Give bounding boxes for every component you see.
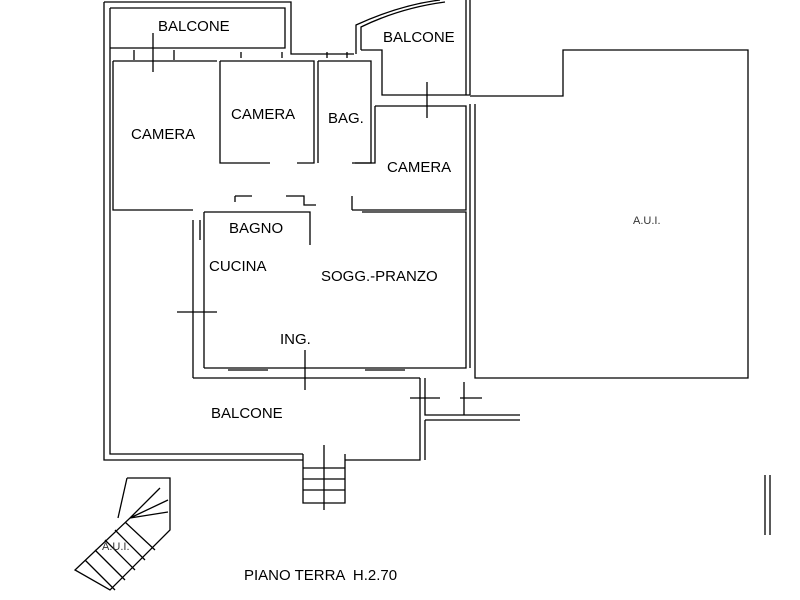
camera-left-wall — [112, 60, 217, 211]
camera-middle-wall — [219, 60, 315, 164]
room-label-camera-right: CAMERA — [387, 159, 452, 176]
door-marks-lower — [177, 311, 482, 399]
stairs-front — [302, 445, 346, 510]
room-label-ingresso: ING. — [280, 331, 311, 348]
corridor-walls — [234, 195, 362, 211]
room-label-camera-left: CAMERA — [131, 126, 196, 143]
balcony-top-left-wall — [104, 1, 354, 55]
room-label-aui: A.U.I. — [633, 215, 661, 227]
spiral-stairs — [73, 477, 171, 591]
camera-right-wall — [355, 105, 467, 211]
plan-title: PIANO TERRA H.2.70 — [244, 567, 398, 584]
balcony-top-right-wall — [355, 0, 471, 96]
outer-wall-left — [103, 2, 303, 461]
room-label-bag: BAG. — [328, 110, 364, 127]
room-label-soggiorno: SOGG.-PRANZO — [321, 268, 438, 285]
room-label-cucina: CUCINA — [209, 258, 267, 275]
bagno-wall — [192, 211, 311, 378]
partial-wall — [764, 475, 771, 535]
window-marks — [133, 50, 348, 60]
door-marks — [152, 33, 428, 390]
room-label-balcone-top-right: BALCONE — [383, 29, 455, 46]
room-label-camera-middle: CAMERA — [231, 106, 296, 123]
room-label-balcone-top-left: BALCONE — [158, 18, 230, 35]
room-label-aui-stairs: A.U.I. — [102, 541, 130, 553]
room-label-bagno: BAGNO — [229, 220, 284, 237]
aui-area-wall — [469, 49, 749, 379]
soggiorno-wall — [193, 211, 520, 461]
room-label-balcone-bottom: BALCONE — [211, 405, 283, 422]
